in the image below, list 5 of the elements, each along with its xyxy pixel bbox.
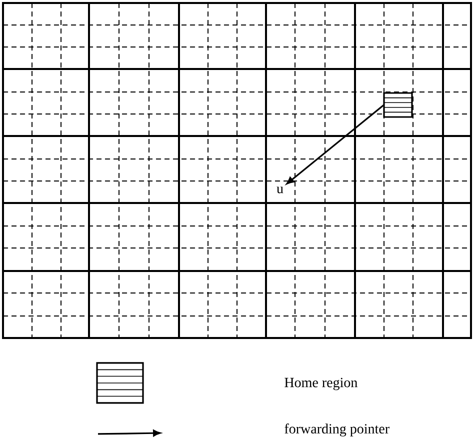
forwarding-arrow xyxy=(286,104,384,184)
point-label: u xyxy=(276,186,284,194)
legend-label: Home region xyxy=(284,378,358,390)
hatched-region xyxy=(383,92,413,118)
legend-label: forwarding pointer xyxy=(284,424,390,436)
